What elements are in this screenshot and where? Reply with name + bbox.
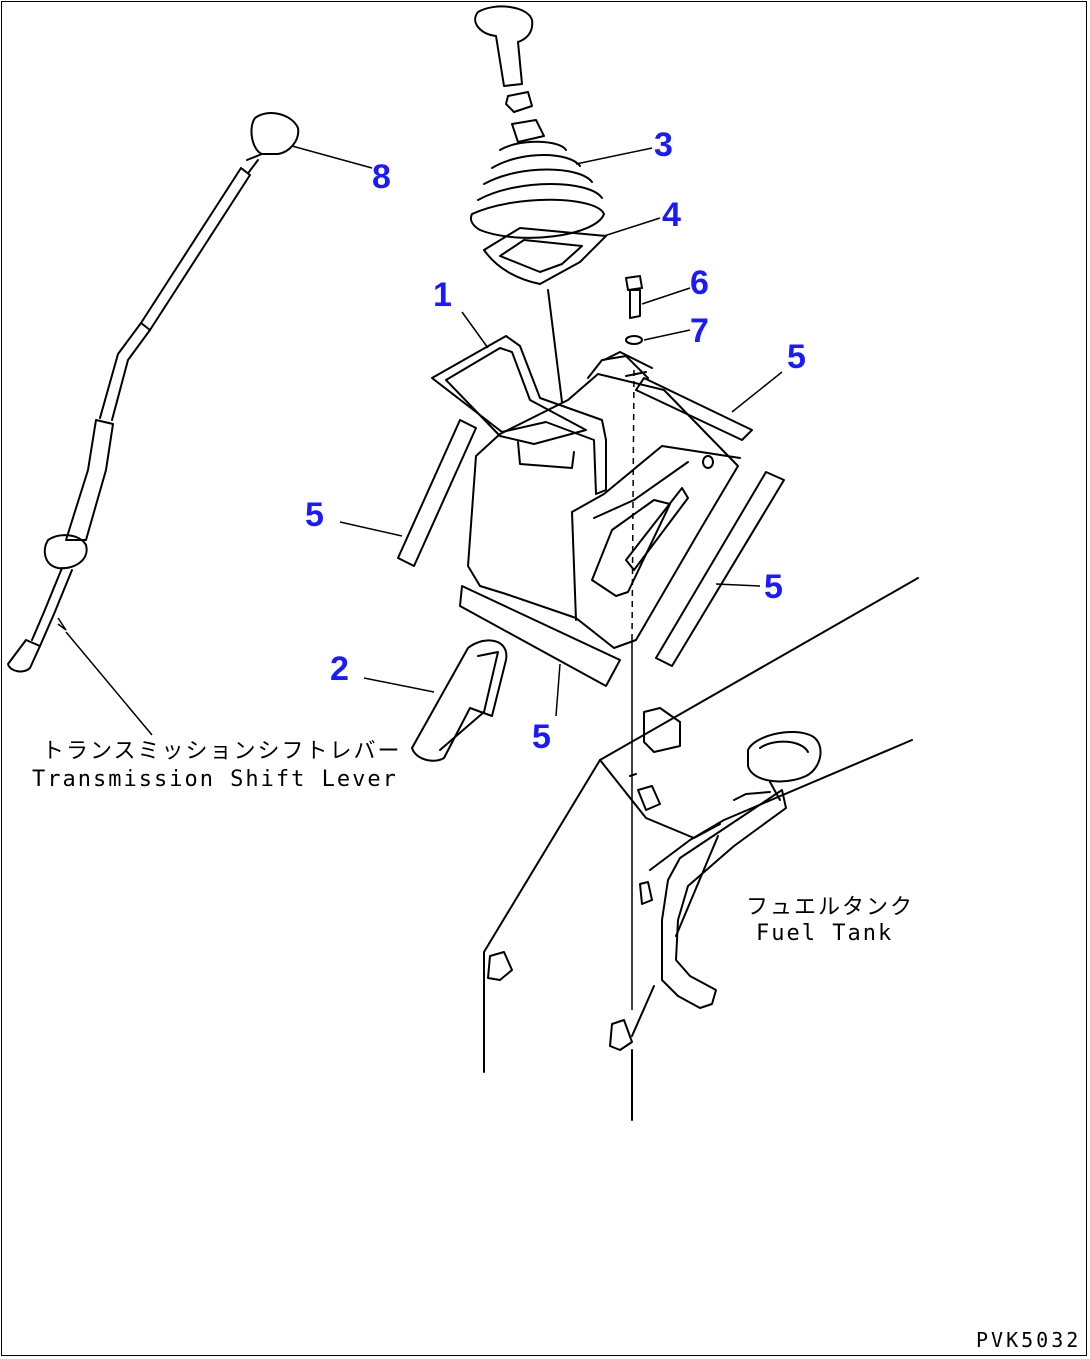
callout-5-bottom: 5 <box>532 718 551 756</box>
leader-5c <box>715 583 761 587</box>
tank-note-en: Fuel Tank <box>756 921 893 946</box>
seal-strips <box>397 377 785 687</box>
callout-3: 3 <box>654 126 673 164</box>
callout-2: 2 <box>330 650 349 688</box>
leader-lever-note <box>65 631 153 736</box>
fuel-tank <box>483 577 919 1121</box>
lever-note-en: Transmission Shift Lever <box>32 767 398 792</box>
lever-note-jp: トランスミッションシフトレバー <box>42 739 402 764</box>
bolt-and-washer <box>625 275 643 345</box>
leader-5b <box>731 371 783 413</box>
shift-boot <box>470 119 607 403</box>
shift-knob <box>474 5 534 113</box>
callout-5-top-right: 5 <box>787 338 806 376</box>
leader-5d <box>555 663 561 717</box>
console-box <box>467 351 741 649</box>
callout-8: 8 <box>372 158 391 196</box>
callout-1: 1 <box>433 276 452 314</box>
cover-plate <box>411 639 508 762</box>
transmission-shift-lever <box>7 112 300 673</box>
leader-5a <box>339 521 403 537</box>
callout-5-left: 5 <box>305 496 324 534</box>
callout-7: 7 <box>690 312 709 350</box>
lever-frame <box>431 335 607 495</box>
callout-6: 6 <box>690 264 709 302</box>
leader-6 <box>641 287 691 305</box>
leader-3 <box>575 147 653 165</box>
drawing-code: PVK5032 <box>976 1328 1081 1352</box>
leader-1 <box>461 311 489 349</box>
leader-8 <box>291 145 373 169</box>
callout-4: 4 <box>662 196 681 234</box>
leader-4 <box>603 217 661 237</box>
bolt-axis <box>631 369 635 641</box>
leader-2 <box>363 677 435 693</box>
callout-5-right: 5 <box>764 568 783 606</box>
tank-note-jp: フュエルタンク <box>746 895 914 920</box>
leader-7 <box>643 329 691 341</box>
